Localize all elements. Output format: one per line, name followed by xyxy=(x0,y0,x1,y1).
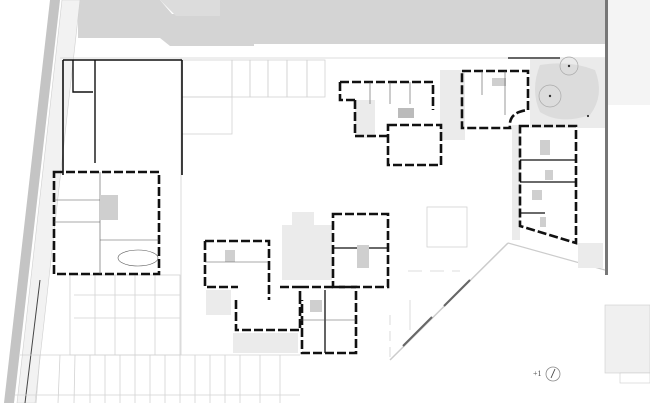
neighbor-building xyxy=(78,0,605,46)
north-arrow-icon xyxy=(545,366,561,382)
street xyxy=(4,0,81,403)
interior-lines xyxy=(54,71,553,321)
level-label: +1 xyxy=(533,369,542,378)
east-strip xyxy=(604,0,650,384)
site-lines xyxy=(15,57,605,403)
garden xyxy=(508,56,605,128)
diagonal-fence xyxy=(389,242,606,361)
